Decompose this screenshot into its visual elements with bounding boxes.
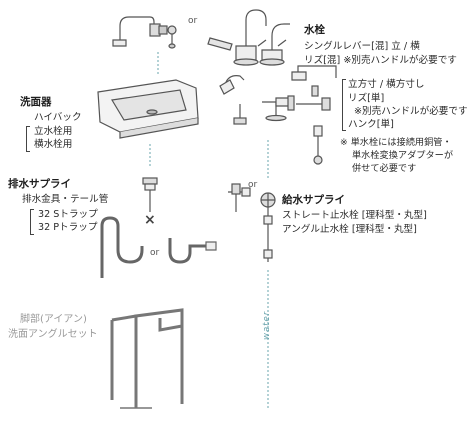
note-line-3: 併せて必要です: [352, 163, 417, 174]
twin-handle-faucet-icon: [257, 23, 290, 66]
drain-x-mark: ×: [144, 212, 156, 228]
vertical-faucet-icon: [219, 75, 247, 125]
basin-tap-icon: [262, 95, 295, 122]
drain-sub-1: 排水金具・テール管: [22, 194, 109, 205]
faucet-bracket: [342, 79, 346, 131]
basin-bracket: [26, 126, 30, 152]
connection-pipe-icon: [313, 125, 323, 165]
wall-faucet-icon: [112, 16, 168, 47]
p-trap-icon: [168, 238, 217, 264]
wash-basin-icon: [97, 79, 199, 139]
faucet-line-3: 立方寸 / 横方寸し: [348, 79, 425, 90]
supply-or-label: or: [248, 180, 258, 190]
faucet-line-5: ※別売ハンドルが必要です: [354, 106, 468, 117]
straight-stop-valve-icon: [260, 192, 276, 262]
wall-handle-icon: [167, 25, 177, 49]
drain-title: 排水サプライ: [8, 178, 71, 190]
faucet-line-4: リズ[単]: [348, 93, 385, 104]
water-label: water: [262, 310, 272, 340]
supply-title: 給水サプライ: [282, 194, 345, 206]
iron-leg-frame-icon: [110, 308, 184, 409]
drain-fitting-icon: [142, 177, 158, 212]
basin-title: 洗面器: [20, 96, 52, 108]
s-trap-icon: [100, 216, 144, 278]
faucet-or-label: or: [188, 16, 198, 26]
drain-trap-2: 32 Pトラップ: [38, 222, 98, 233]
supply-sub-1: ストレート止水栓 [理科型・丸型]: [282, 210, 427, 221]
drain-trap-1: 32 Sトラップ: [38, 209, 98, 220]
basin-sub-1: ハイバック: [34, 112, 82, 123]
legs-line-2: 洗面アングルセット: [8, 329, 98, 340]
wall-spout-icon: [291, 65, 337, 111]
legs-line-1: 脚部(アイアン): [20, 314, 87, 325]
drain-or-label: or: [150, 248, 160, 258]
basin-sub-2: 立水栓用: [34, 126, 73, 137]
note-line-1: ※ 単水栓には接続用銅管・: [340, 137, 452, 148]
faucet-line-1: シングルレバー[混] 立 / 横: [304, 41, 420, 52]
faucet-title: 水栓: [304, 24, 325, 36]
supply-sub-2: アングル止水栓 [理科型・丸型]: [282, 224, 417, 235]
single-lever-faucet-icon: [207, 9, 267, 66]
angle-stop-valve-icon: [228, 183, 251, 212]
note-line-2: 単水栓変換アダプターが: [352, 150, 454, 161]
drain-trap-bracket: [30, 209, 34, 235]
faucet-line-2: リズ[混] ※別売ハンドルが必要です: [304, 55, 457, 66]
faucet-line-6: ハンク[単]: [348, 119, 394, 130]
basin-sub-3: 横水栓用: [34, 139, 73, 150]
